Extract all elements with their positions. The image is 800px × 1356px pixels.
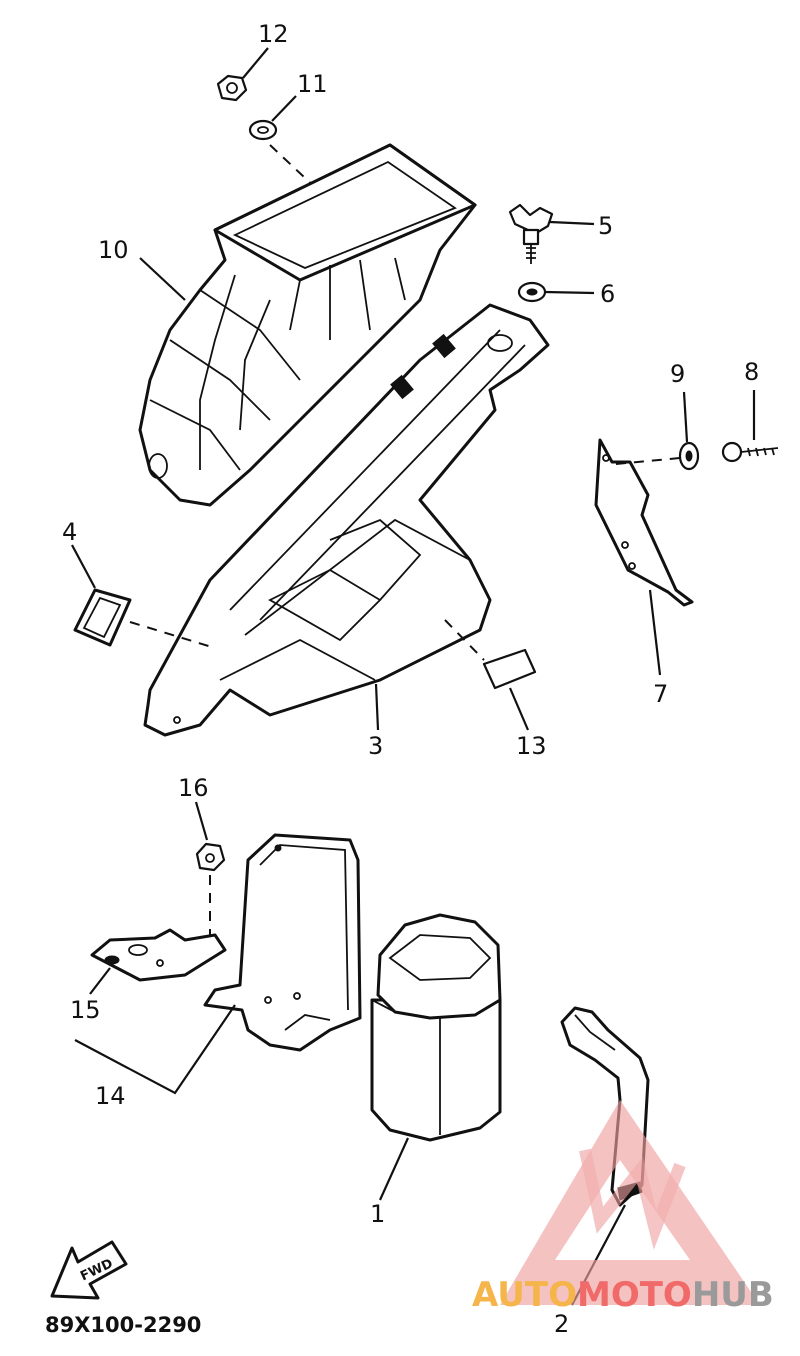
part-9-collar	[678, 441, 700, 471]
part-16-nut	[195, 842, 226, 872]
callout-4: 4	[62, 518, 77, 546]
svg-text:AUTOMOTOHUB: AUTOMOTOHUB	[472, 1275, 774, 1315]
part-15-plate	[90, 928, 227, 982]
watermark-hub: HUB	[692, 1275, 774, 1315]
part-6-grommet	[517, 281, 547, 303]
callout-10: 10	[98, 236, 129, 264]
callout-11: 11	[297, 70, 328, 98]
callout-1: 1	[370, 1200, 385, 1228]
callout-14: 14	[95, 1082, 126, 1110]
callout-13: 13	[516, 732, 547, 760]
part-1-battery	[370, 913, 502, 1142]
callout-2: 2	[554, 1310, 569, 1338]
callout-15: 15	[70, 996, 101, 1024]
callout-8: 8	[744, 358, 759, 386]
part-5-wing-bolt	[508, 203, 554, 264]
part-7-bracket	[594, 438, 694, 607]
part-12-nut	[216, 74, 248, 102]
part-8-screw	[721, 441, 779, 463]
callout-7: 7	[653, 680, 668, 708]
fwd-arrow-icon: FWD	[50, 1240, 128, 1300]
part-4-gasket	[73, 588, 132, 647]
part-10-intake-duct	[138, 143, 477, 507]
part-3-cover-box	[143, 303, 550, 737]
callout-9: 9	[670, 360, 685, 388]
watermark-logo	[500, 1100, 760, 1305]
callout-6: 6	[600, 280, 615, 308]
callout-5: 5	[598, 212, 613, 240]
drawing-code: 89X100-2290	[45, 1313, 201, 1337]
callout-16: 16	[178, 774, 209, 802]
callout-3: 3	[368, 732, 383, 760]
part-11-washer	[248, 119, 278, 141]
part-13-pad	[482, 648, 537, 690]
callout-12: 12	[258, 20, 289, 48]
watermark-auto: AUTO	[472, 1275, 577, 1315]
part-14-battery-bracket	[203, 833, 362, 1052]
watermark-moto: MOTO	[577, 1275, 692, 1315]
